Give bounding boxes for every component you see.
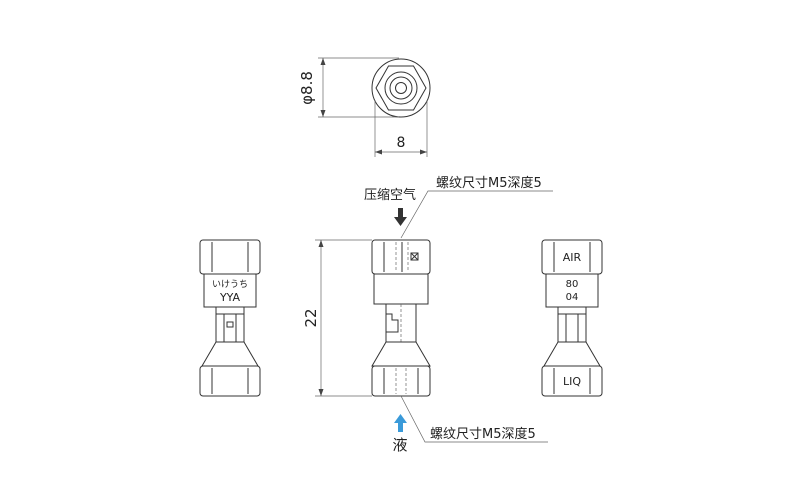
right-air-mark: AIR: [563, 251, 582, 264]
height-label: 22: [302, 308, 320, 327]
width-label: 8: [397, 135, 406, 151]
center-view: 22: [302, 239, 431, 397]
right-code-line2: 04: [566, 292, 579, 303]
thread-callout-bottom: 螺纹尺寸M5深度5: [430, 426, 536, 442]
liquid-inlet-arrow-icon: [394, 414, 407, 432]
air-inlet-arrow-icon: [394, 208, 407, 226]
liquid-inlet-label: 液: [392, 436, 407, 454]
air-inlet-label: 压缩空气: [364, 187, 416, 203]
top-view: φ8.8 8: [298, 57, 431, 157]
thread-callout-top: 螺纹尺寸M5深度5: [436, 175, 542, 191]
callouts: 螺纹尺寸M5深度5 压缩空气 液 螺纹尺寸M5深度5: [364, 175, 553, 454]
left-brand-label: いけうち: [212, 279, 248, 290]
right-liq-mark: LIQ: [563, 375, 581, 388]
diameter-label: φ8.8: [298, 71, 316, 105]
right-code-line1: 80: [566, 279, 579, 290]
right-view: AIR 80 04 LIQ: [541, 239, 603, 397]
left-model-label: YYA: [219, 291, 241, 304]
left-view: いけうち YYA: [199, 239, 261, 397]
